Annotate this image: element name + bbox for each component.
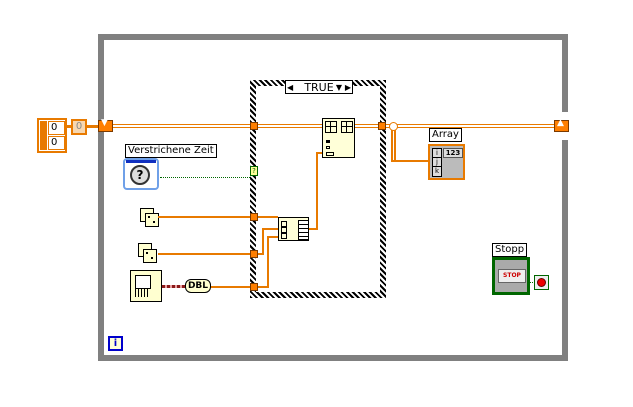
array-output-icon: [298, 220, 309, 240]
loop-condition-terminal[interactable]: [534, 275, 549, 290]
array-constant[interactable]: 0 0: [37, 118, 67, 153]
array-wire[interactable]: [113, 124, 250, 125]
case-selector-value: TRUE: [304, 81, 334, 94]
wire[interactable]: [67, 125, 71, 128]
wire[interactable]: [394, 130, 396, 161]
array-icon: [325, 121, 337, 133]
input-icon: [281, 221, 287, 227]
wire[interactable]: [316, 152, 322, 154]
case-structure[interactable]: [250, 80, 386, 298]
replace-array-subset-node[interactable]: [322, 118, 355, 158]
stop-button-label: Stopp: [492, 243, 528, 257]
next-case-arrow[interactable]: ▶: [344, 83, 351, 92]
index-terminal-icon: [326, 146, 330, 149]
to-double-node[interactable]: DBL: [185, 279, 211, 293]
wire[interactable]: [391, 160, 430, 162]
case-output-tunnel[interactable]: [378, 122, 386, 130]
wire[interactable]: [309, 228, 318, 230]
while-loop-border-bottom[interactable]: [98, 355, 568, 361]
elapsed-time-label: Verstrichene Zeit: [125, 144, 217, 158]
array-wire[interactable]: [113, 127, 250, 128]
element-icon: [326, 152, 334, 156]
stop-button[interactable]: STOP: [492, 257, 530, 295]
case-input-tunnel[interactable]: [250, 213, 258, 221]
wire[interactable]: [87, 125, 98, 128]
iteration-terminal[interactable]: i: [108, 336, 123, 351]
case-input-tunnel[interactable]: [250, 122, 258, 130]
prev-case-arrow[interactable]: ◀: [287, 83, 294, 92]
index-terminal-icon: [326, 140, 330, 143]
wire[interactable]: [262, 228, 278, 230]
array-wire[interactable]: [256, 124, 322, 125]
index-k[interactable]: k: [432, 166, 442, 177]
wire[interactable]: [262, 228, 264, 255]
while-loop-border-left[interactable]: [98, 34, 104, 361]
wire[interactable]: [391, 127, 393, 161]
shift-register-right[interactable]: ▲: [554, 118, 569, 132]
wire[interactable]: [316, 152, 318, 230]
elapsed-time-vi[interactable]: ?: [123, 158, 159, 190]
numeric-display: 123: [443, 148, 463, 158]
array-wire[interactable]: [386, 127, 554, 128]
stop-button-text: STOP: [498, 269, 526, 283]
wire[interactable]: [267, 236, 269, 288]
array-index-control[interactable]: [40, 121, 47, 150]
case-input-tunnel-elapsed[interactable]: ?: [250, 166, 258, 176]
wire[interactable]: [158, 253, 250, 255]
array-wire[interactable]: [355, 127, 380, 128]
get-date-time-icon[interactable]: [130, 270, 162, 302]
while-loop-border-right-lower[interactable]: [562, 140, 568, 355]
input-icon: [281, 227, 287, 233]
array-element-1[interactable]: 0: [48, 136, 65, 150]
dropdown-arrow[interactable]: ▼: [335, 83, 342, 92]
wire[interactable]: [158, 216, 250, 218]
array-wire[interactable]: [386, 124, 554, 125]
timestamp-wire[interactable]: [162, 285, 185, 288]
random-number-icon[interactable]: [138, 243, 158, 263]
build-array-node[interactable]: [278, 217, 309, 241]
array-indicator[interactable]: i j k 123: [428, 144, 465, 180]
wire-junction[interactable]: [389, 122, 398, 131]
wire[interactable]: [211, 286, 250, 288]
array-element-0[interactable]: 0: [48, 121, 65, 135]
array-wire[interactable]: [355, 124, 380, 125]
case-input-tunnel[interactable]: [250, 283, 258, 291]
dynamic-data-wire[interactable]: [160, 177, 250, 178]
shift-register-left[interactable]: ▼: [98, 118, 113, 132]
array-icon: [341, 121, 353, 133]
case-input-tunnel[interactable]: [250, 250, 258, 258]
case-selector[interactable]: ◀ TRUE ▼ ▶: [285, 80, 353, 94]
init-constant[interactable]: 0: [71, 119, 87, 135]
while-loop-border-right[interactable]: [562, 34, 568, 112]
stopwatch-icon: ?: [130, 165, 150, 185]
wire[interactable]: [267, 236, 278, 238]
wire[interactable]: [258, 286, 268, 288]
wire[interactable]: [258, 216, 278, 218]
random-number-icon[interactable]: [140, 208, 159, 227]
while-loop-border-top[interactable]: [98, 34, 568, 40]
array-wire[interactable]: [256, 127, 322, 128]
boolean-wire[interactable]: [530, 282, 535, 283]
stop-if-true-icon: [537, 278, 546, 287]
input-icon: [281, 233, 287, 239]
wire[interactable]: [258, 253, 263, 255]
array-indicator-label: Array: [429, 128, 462, 142]
